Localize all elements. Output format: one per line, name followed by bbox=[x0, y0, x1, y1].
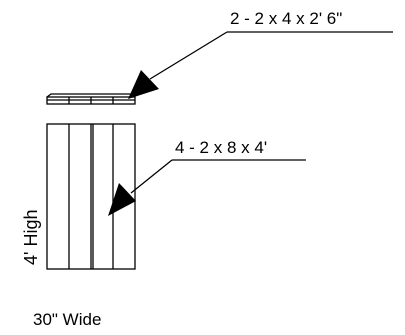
top-board-callout-label: 2 - 2 x 4 x 2' 6" bbox=[230, 9, 342, 28]
top-callout-arrowhead bbox=[128, 70, 159, 99]
side-board-callout-label: 4 - 2 x 8 x 4' bbox=[175, 138, 267, 157]
side-callout-leader bbox=[108, 159, 306, 216]
width-label: 30" Wide bbox=[33, 310, 101, 329]
side-boards bbox=[46, 123, 136, 270]
top-callout-leader bbox=[128, 31, 393, 99]
top-boards bbox=[46, 93, 136, 105]
top-callout-line bbox=[149, 31, 228, 80]
height-label: 4' High bbox=[21, 210, 41, 265]
side-callout-arrowhead bbox=[108, 183, 136, 216]
side-callout-line bbox=[130, 159, 173, 194]
